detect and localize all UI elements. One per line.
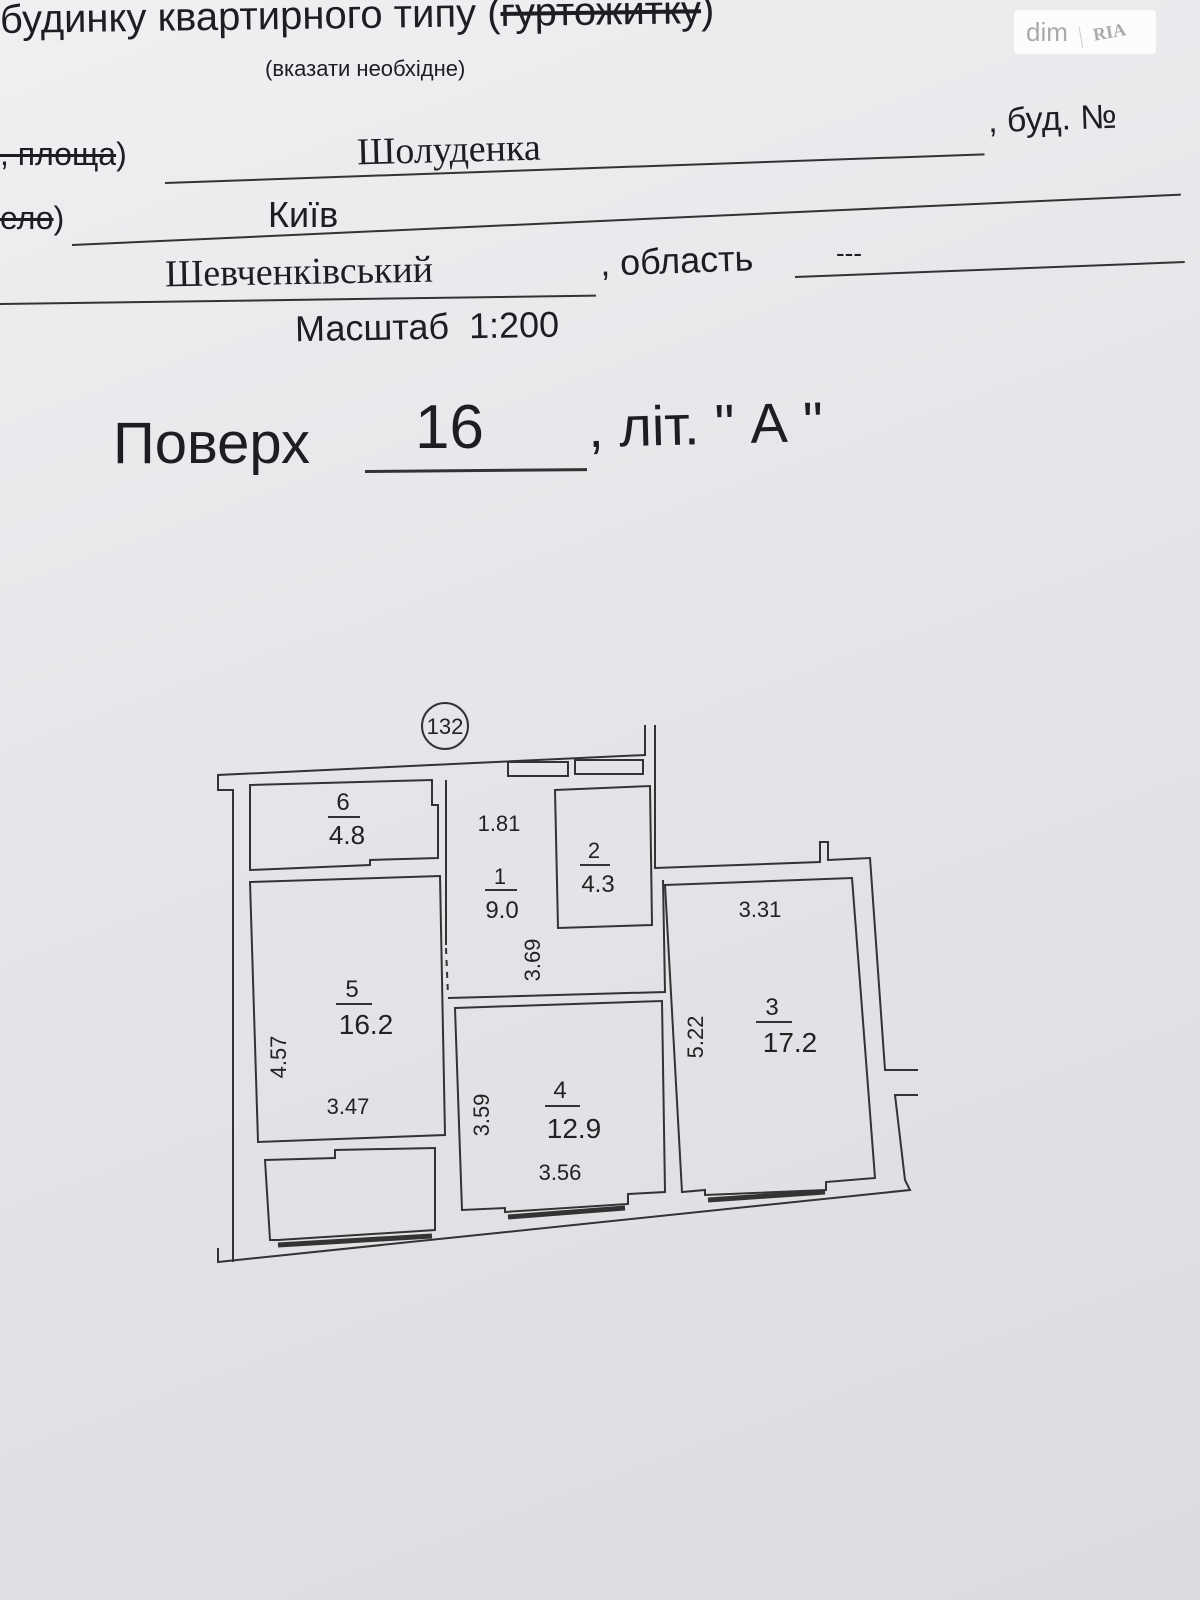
room-2-area: 4.3 [581,871,614,898]
corridor-wall-bottom [447,879,667,999]
balcony-outline [263,1146,436,1241]
room-4-number: 4 [553,1077,566,1104]
dimension-3-59: 3.59 [469,1094,494,1137]
room-3-area: 17.2 [763,1027,818,1058]
room-1-number: 1 [494,864,506,889]
wall-outer-right [654,725,918,1071]
room-4-outline [453,999,667,1214]
street-label-end: ) [116,136,127,172]
watermark-logo: dim RIA [1014,10,1156,54]
heading-hint: (вказати необхідне) [265,56,466,81]
unit-number-circle [421,702,469,750]
city-value[interactable]: Київ [268,194,339,235]
room-2-number: 2 [588,838,600,863]
room-4-area: 12.9 [547,1113,602,1144]
city-label-end: ) [53,200,65,236]
window-room-3 [707,1189,826,1203]
room-1-area: 9.0 [485,897,518,924]
wall-outer-bottom [217,1094,918,1264]
plan-walls [217,702,918,1264]
room-3-outline [663,876,877,1197]
window-top-2 [574,759,644,775]
room-5-outline [248,874,447,1144]
dimension-5-22: 5.22 [683,1016,708,1059]
dimension-3-31: 3.31 [739,897,782,922]
floor-value: 16 [415,393,484,462]
dimension-3-56: 3.56 [539,1160,582,1185]
window-balcony [277,1233,433,1248]
window-top-1 [507,761,569,777]
floor-label: Поверх [113,411,310,476]
room-6-area: 4.8 [329,820,365,850]
room-5-area: 16.2 [339,1009,394,1040]
room-3-number: 3 [765,994,778,1021]
unit-number: 132 [427,714,464,739]
corridor-opening [445,947,449,996]
street-label-struck: , площа [0,136,117,172]
street-label: , площа) [0,136,127,173]
wall-outer-top-left [217,725,646,1262]
city-label: ело) [0,200,64,237]
region-value[interactable]: --- [836,238,862,268]
dimension-3-69: 3.69 [520,939,545,982]
room-5-number: 5 [345,976,358,1003]
watermark-dim: dim [1026,16,1068,47]
dimension-3-47: 3.47 [327,1094,370,1119]
room-6-number: 6 [336,789,349,816]
window-room-4 [507,1205,626,1220]
room-2-outline [553,784,654,930]
city-label-struck: ело [0,200,54,236]
dimension-4-57: 4.57 [266,1036,291,1079]
room-6-outline [249,778,439,872]
dimension-1-81: 1.81 [478,811,521,836]
